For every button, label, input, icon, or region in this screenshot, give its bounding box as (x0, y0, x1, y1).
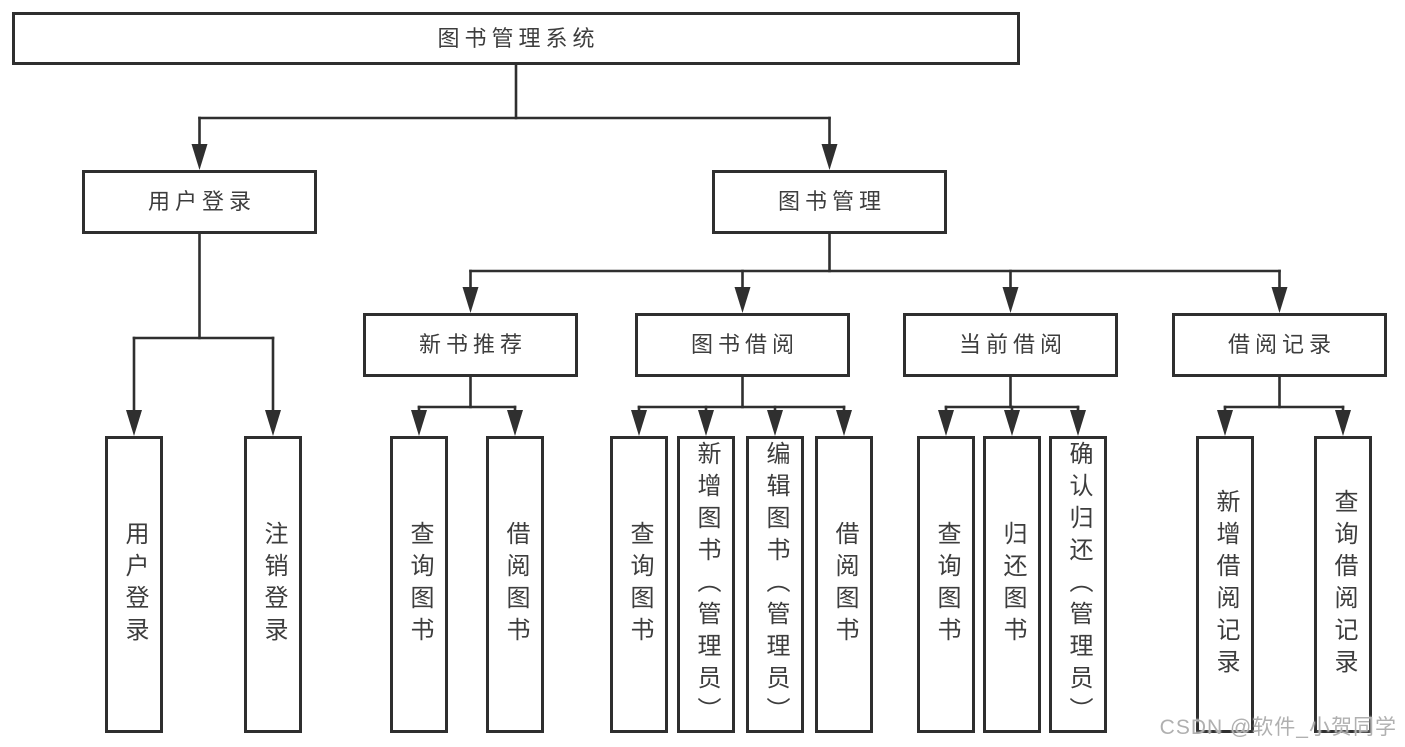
arrowhead (191, 144, 208, 170)
node-book-borrowing: 图书借阅 (635, 313, 850, 377)
node-book-management: 图书管理 (712, 170, 947, 234)
node-current-borrowing: 当前借阅 (903, 313, 1118, 377)
node-label: 用户登录 (121, 520, 148, 649)
arrowhead (1335, 410, 1351, 436)
node-leaf-user-login: 用户登录 (105, 436, 163, 733)
node-label: 确认归还（管理员） (1065, 440, 1092, 729)
node-label: 图书管理系统 (437, 25, 600, 51)
arrowhead (698, 410, 714, 436)
node-label: 用户登录 (147, 189, 256, 214)
arrowhead (734, 287, 751, 313)
arrowhead (462, 287, 479, 313)
arrowhead (1002, 287, 1019, 313)
node-label: 查询图书 (933, 520, 960, 649)
node-label: 注销登录 (260, 520, 287, 649)
node-user-login: 用户登录 (82, 170, 317, 234)
node-label: 查询图书 (626, 520, 653, 649)
node-label: 新增借阅记录 (1212, 488, 1239, 681)
arrowhead (1004, 410, 1020, 436)
node-leaf-query-book-borrowing: 查询图书 (610, 436, 668, 733)
arrowhead (1271, 287, 1288, 313)
node-label: 借阅图书 (502, 520, 529, 649)
node-leaf-add-borrow-record: 新增借阅记录 (1196, 436, 1254, 733)
node-borrowing-records: 借阅记录 (1172, 313, 1387, 377)
node-leaf-borrow-book-recommend: 借阅图书 (486, 436, 544, 733)
node-label: 借阅记录 (1227, 332, 1336, 357)
node-new-book-recommend: 新书推荐 (363, 313, 578, 377)
node-leaf-query-borrow-record: 查询借阅记录 (1314, 436, 1372, 733)
arrowhead (126, 410, 142, 436)
node-leaf-return-book: 归还图书 (983, 436, 1041, 733)
arrowhead (836, 410, 852, 436)
node-leaf-query-book-recommend: 查询图书 (390, 436, 448, 733)
arrowhead (631, 410, 647, 436)
arrowhead (1070, 410, 1086, 436)
arrowhead (767, 410, 783, 436)
arrowhead (507, 410, 523, 436)
node-leaf-borrow-book: 借阅图书 (815, 436, 873, 733)
node-leaf-confirm-return-admin: 确认归还（管理员） (1049, 436, 1107, 733)
arrowhead (938, 410, 954, 436)
node-label: 查询图书 (406, 520, 433, 649)
arrowhead (411, 410, 427, 436)
arrowhead (1217, 410, 1233, 436)
node-label: 查询借阅记录 (1330, 488, 1357, 681)
node-library-management-system: 图书管理系统 (12, 12, 1020, 65)
watermark: CSDN @软件_小贺同学 (1159, 716, 1397, 739)
node-label: 图书借阅 (690, 332, 799, 357)
node-leaf-edit-book-admin: 编辑图书（管理员） (746, 436, 804, 733)
node-label: 新书推荐 (418, 332, 527, 357)
node-leaf-query-book-current: 查询图书 (917, 436, 975, 733)
node-leaf-add-book-admin: 新增图书（管理员） (677, 436, 735, 733)
node-label: 当前借阅 (958, 332, 1067, 357)
node-label: 新增图书（管理员） (693, 440, 720, 729)
node-label: 归还图书 (999, 520, 1026, 649)
node-leaf-logout: 注销登录 (244, 436, 302, 733)
node-label: 编辑图书（管理员） (762, 440, 789, 729)
node-label: 借阅图书 (831, 520, 858, 649)
arrowhead (821, 144, 838, 170)
node-label: 图书管理 (777, 189, 886, 214)
arrowhead (265, 410, 281, 436)
